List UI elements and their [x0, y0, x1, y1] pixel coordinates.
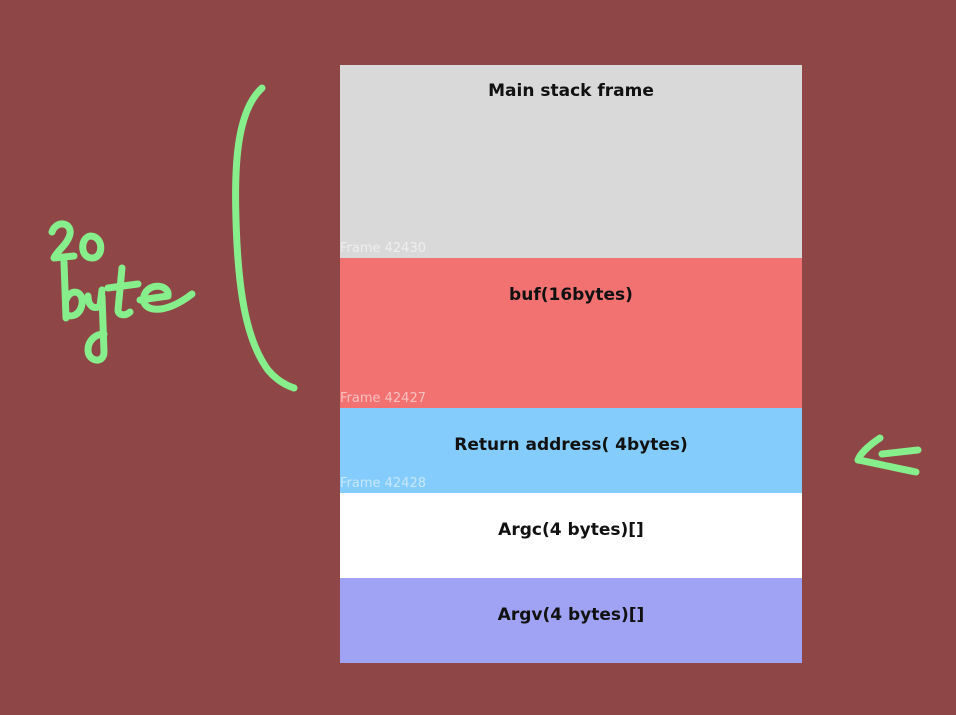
- stack-diagram: Main stack frame Frame 42430 buf(16bytes…: [340, 65, 802, 663]
- left-bracket: [232, 84, 298, 392]
- argv-block: Argv(4 bytes)[]: [340, 578, 802, 663]
- main-stack-frame-label: Main stack frame: [488, 81, 654, 101]
- buf-label: buf(16bytes): [509, 285, 633, 305]
- buf-block: buf(16bytes) Frame 42427: [340, 258, 802, 408]
- frame-tag: Frame 42427: [340, 391, 426, 406]
- return-address-block: Return address( 4bytes) Frame 42428: [340, 408, 802, 493]
- frame-tag: Frame 42430: [340, 241, 426, 256]
- main-stack-frame-block: Main stack frame Frame 42430: [340, 65, 802, 258]
- frame-tag: Frame 42428: [340, 476, 426, 491]
- argc-label: Argc(4 bytes)[]: [498, 520, 644, 540]
- argv-label: Argv(4 bytes)[]: [497, 605, 645, 625]
- argc-block: Argc(4 bytes)[]: [340, 493, 802, 578]
- return-address-label: Return address( 4bytes): [454, 435, 688, 455]
- handwritten-20-byte-note: [48, 220, 196, 364]
- left-arrow-icon: [854, 434, 922, 476]
